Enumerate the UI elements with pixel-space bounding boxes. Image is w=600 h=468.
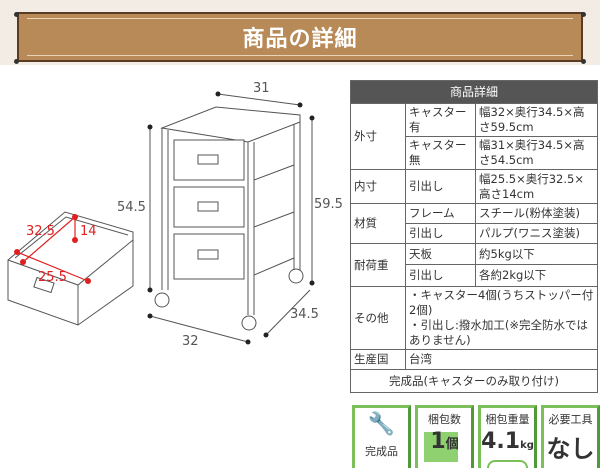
other-line-1: ・キャスター4個(うちストッパー付2個) bbox=[409, 288, 594, 317]
with-casters-label: キャスター有 bbox=[405, 103, 476, 137]
assembled-badge: 🔧 完成品 bbox=[352, 405, 411, 468]
corner-rivet bbox=[14, 59, 19, 64]
drawer-illustration bbox=[7, 211, 134, 326]
scale-icon bbox=[487, 460, 528, 468]
assembled-label: 完成品 bbox=[365, 445, 398, 458]
origin-value: 台湾 bbox=[405, 349, 598, 370]
package-weight-badge: 梱包重量 4.1kg bbox=[478, 405, 537, 468]
package-weight-label: 梱包重量 bbox=[485, 413, 530, 426]
origin-label: 生産国 bbox=[350, 349, 406, 370]
width-label: 32 bbox=[182, 334, 199, 349]
tools-needed-label: 必要工具 bbox=[548, 413, 593, 426]
with-casters-value: 幅32×奥行34.5×高さ59.5cm bbox=[475, 103, 598, 137]
cart-illustration bbox=[154, 106, 304, 331]
package-weight-unit: kg bbox=[520, 440, 534, 451]
corner-rivet bbox=[581, 59, 586, 64]
product-dimension-drawing: 32.5 14 25.5 31 54.5 59.5 34.5 32 bbox=[7, 81, 343, 349]
inner-label: 内寸 bbox=[350, 169, 406, 204]
cart-dimension-lines bbox=[149, 93, 313, 343]
top-width-label: 31 bbox=[253, 81, 270, 96]
section-title-bar: 商品の詳細 bbox=[17, 12, 583, 62]
drawer-depth-label: 32.5 bbox=[26, 224, 55, 239]
drawer-load-value: 各約2kg以下 bbox=[475, 264, 598, 287]
package-weight-value: 4.1 bbox=[481, 429, 521, 454]
outer-label: 外寸 bbox=[350, 103, 406, 170]
top-load-label: 天板 bbox=[405, 243, 476, 265]
assembly-note: 完成品(キャスターのみ取り付け) bbox=[350, 369, 598, 393]
drawer-load-label: 引出し bbox=[405, 264, 476, 287]
tools-needed-badge: 必要工具 なし bbox=[541, 405, 600, 468]
box-icon bbox=[424, 432, 458, 462]
spec-table-title: 商品詳細 bbox=[350, 80, 598, 104]
drawer-material-label: 引出し bbox=[405, 223, 476, 244]
top-load-value: 約5kg以下 bbox=[475, 243, 598, 265]
drawer-material-value: パルプ(ワニス塗装) bbox=[475, 223, 598, 244]
without-casters-value: 幅31×奥行34.5×高さ54.5cm bbox=[475, 136, 598, 170]
drawer-height-label: 14 bbox=[80, 224, 97, 239]
inner-sub: 引出し bbox=[405, 169, 476, 204]
section-title: 商品の詳細 bbox=[242, 27, 358, 52]
frame-label: フレーム bbox=[405, 203, 476, 224]
other-label: その他 bbox=[350, 286, 406, 350]
height-without-casters-label: 54.5 bbox=[117, 200, 146, 215]
tools-needed-value: なし bbox=[546, 435, 595, 463]
drawer-dimension-lines bbox=[16, 216, 89, 282]
package-count-badge: 梱包数 1個 bbox=[415, 405, 474, 468]
load-label: 耐荷重 bbox=[350, 243, 406, 287]
depth-label: 34.5 bbox=[290, 307, 319, 322]
package-count-unit: 個 bbox=[445, 437, 459, 452]
info-icons: 🔧 完成品 梱包数 1個 梱包重量 4.1kg 必要工具 なし bbox=[352, 405, 600, 468]
material-label: 材質 bbox=[350, 203, 406, 244]
without-casters-label: キャスター無 bbox=[405, 136, 476, 170]
tools-icon: 🔧 bbox=[367, 412, 396, 437]
height-with-casters-label: 59.5 bbox=[314, 197, 343, 212]
inner-value: 幅25.5×奥行32.5×高さ14cm bbox=[475, 169, 598, 204]
spec-table: 商品詳細 外寸キャスター有幅32×奥行34.5×高さ59.5cm キャスター無幅… bbox=[350, 80, 598, 393]
corner-rivet bbox=[14, 12, 19, 17]
drawer-width-label: 25.5 bbox=[38, 270, 67, 285]
package-count-label: 梱包数 bbox=[428, 413, 461, 426]
frame-value: スチール(粉体塗装) bbox=[475, 203, 598, 224]
package-count-value: 1 bbox=[430, 429, 446, 454]
corner-rivet bbox=[581, 12, 586, 17]
other-line-2: ・引出し:撥水加工(※完全防水ではありません) bbox=[409, 318, 588, 347]
